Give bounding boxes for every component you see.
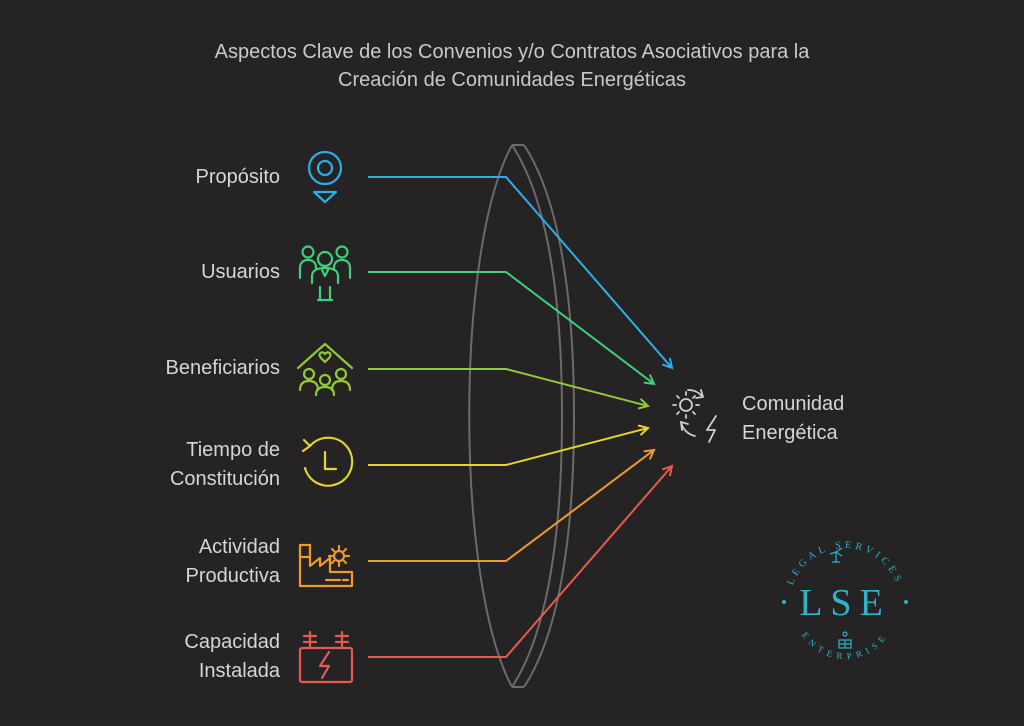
logo-wind-icon <box>829 547 843 563</box>
label-actividad-productiva: Actividad Productiva <box>185 536 281 587</box>
users-group-icon <box>298 245 352 302</box>
connector-arrow <box>368 450 654 562</box>
factory-icon <box>298 543 354 588</box>
connector-arrow <box>368 368 648 406</box>
home-family-icon <box>296 342 354 397</box>
diagram-title: Aspectos Clave de los Convenios y/o Cont… <box>0 38 1024 94</box>
target-label: Comunidad Energética <box>742 393 845 444</box>
logo-solar-icon <box>838 631 852 649</box>
location-pin-icon <box>307 150 343 204</box>
clock-icon <box>301 436 354 487</box>
lse-logo: LEGAL SERVICES ENTERPRISE LSE <box>772 530 918 676</box>
lens-shape <box>468 144 576 688</box>
label-usuarios: Usuarios <box>201 261 280 283</box>
connector-arrow <box>368 176 672 368</box>
label-tiempo-constitucion: Tiempo de Constitución <box>169 439 280 490</box>
logo-initials: LSE <box>799 582 891 624</box>
label-beneficiarios: Beneficiarios <box>165 357 280 379</box>
title-line-2: Creación de Comunidades Energéticas <box>338 69 686 91</box>
power-station-icon <box>298 630 354 684</box>
renewable-energy-icon <box>672 389 717 443</box>
connector-arrow <box>368 271 654 384</box>
label-proposito: Propósito <box>195 166 281 188</box>
label-capacidad-instalada: Capacidad Instalada <box>184 631 280 682</box>
logo-seal: LEGAL SERVICES ENTERPRISE <box>782 540 908 661</box>
connector-arrow <box>368 466 672 658</box>
connector-arrow <box>368 428 648 466</box>
title-line-1: Aspectos Clave de los Convenios y/o Cont… <box>214 41 810 63</box>
